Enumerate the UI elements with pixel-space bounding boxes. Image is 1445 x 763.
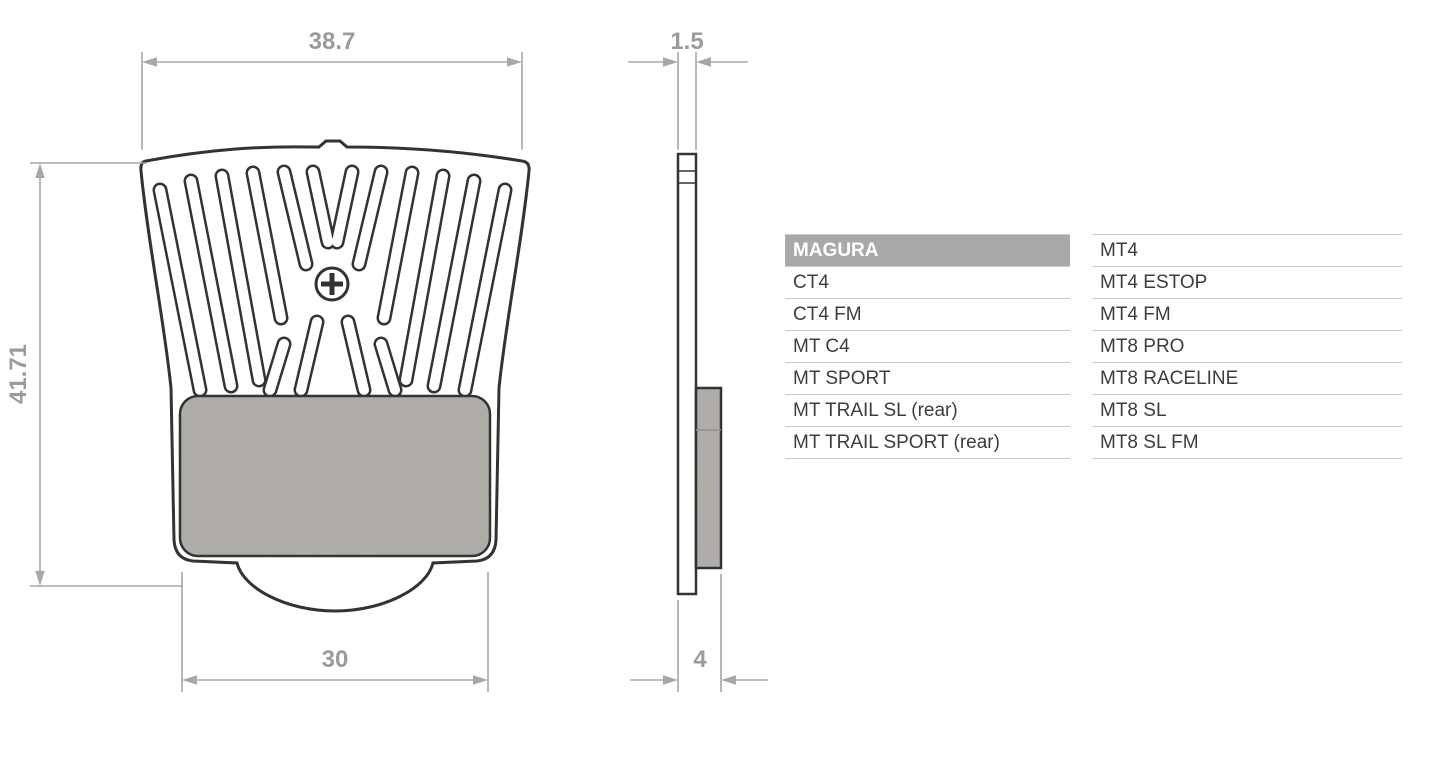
- model-cell: MT8 RACELINE: [1092, 363, 1402, 395]
- model-label: MT8 SL FM: [1100, 432, 1199, 453]
- model-cell: MT4: [1092, 235, 1402, 267]
- model-label: CT4: [793, 272, 829, 293]
- dim-front-width: 38.7: [141, 28, 523, 150]
- dim-plate-thickness: 1.5: [628, 28, 748, 150]
- model-cell: MT8 SL: [1092, 395, 1402, 427]
- dim-front-height: 41.71: [5, 162, 183, 587]
- model-cell: MT4 FM: [1092, 299, 1402, 331]
- table-column-left: MAGURA CT4 CT4 FM MT C4: [785, 234, 1070, 459]
- dimension-annotations: 38.7 41.71 30: [5, 28, 768, 692]
- model-cell: MT8 PRO: [1092, 331, 1402, 363]
- model-label: MT8 RACELINE: [1100, 368, 1239, 389]
- model-label: MT TRAIL SL (rear): [793, 400, 958, 421]
- model-label: MT8 PRO: [1100, 336, 1185, 357]
- side-plate-outline: [676, 152, 698, 596]
- side-clip-lines: [678, 170, 696, 184]
- model-cell: MT C4: [785, 331, 1070, 363]
- dim-total-thickness: 4: [630, 574, 768, 692]
- model-label: MT4: [1100, 240, 1138, 261]
- model-cell: MT SPORT: [785, 363, 1070, 395]
- brake-pad-technical-drawing: 38.7 41.71 30: [5, 28, 768, 692]
- front-pad-material: [178, 394, 492, 558]
- model-cell: MT TRAIL SPORT (rear): [785, 427, 1070, 459]
- model-label: MT C4: [793, 336, 850, 357]
- brand-header-cell: MAGURA: [785, 235, 1070, 267]
- model-list-right: MT4 MT4 ESTOP MT4 FM MT8 PRO: [1092, 235, 1402, 459]
- side-pad-material: [694, 386, 723, 570]
- model-label: CT4 FM: [793, 304, 862, 325]
- dim-total-thickness-value: 4: [693, 646, 707, 673]
- side-view-drawing: [676, 152, 723, 596]
- dim-front-width-value: 38.7: [309, 28, 356, 55]
- model-label: MT4 FM: [1100, 304, 1171, 325]
- model-label: MT8 SL: [1100, 400, 1167, 421]
- table-column-right: MT4 MT4 ESTOP MT4 FM MT8 PRO: [1092, 234, 1402, 459]
- model-list-left: CT4 CT4 FM MT C4 MT SPORT MT: [785, 267, 1070, 459]
- model-label: MT SPORT: [793, 368, 891, 389]
- model-cell: CT4: [785, 267, 1070, 299]
- dim-pad-width: 30: [181, 572, 489, 692]
- model-label: MT4 ESTOP: [1100, 272, 1208, 293]
- model-label: MT TRAIL SPORT (rear): [793, 432, 1000, 453]
- compatibility-table: MAGURA CT4 CT4 FM MT C4: [785, 234, 1402, 459]
- dim-plate-thickness-value: 1.5: [670, 28, 703, 55]
- screw-cross-icon: [314, 266, 350, 302]
- dim-front-height-value: 41.71: [5, 344, 32, 404]
- model-cell: CT4 FM: [785, 299, 1070, 331]
- model-cell: MT4 ESTOP: [1092, 267, 1402, 299]
- front-view-drawing: [139, 139, 531, 613]
- dim-pad-width-value: 30: [322, 646, 349, 673]
- model-cell: MT TRAIL SL (rear): [785, 395, 1070, 427]
- model-cell: MT8 SL FM: [1092, 427, 1402, 459]
- brand-name: MAGURA: [793, 240, 879, 261]
